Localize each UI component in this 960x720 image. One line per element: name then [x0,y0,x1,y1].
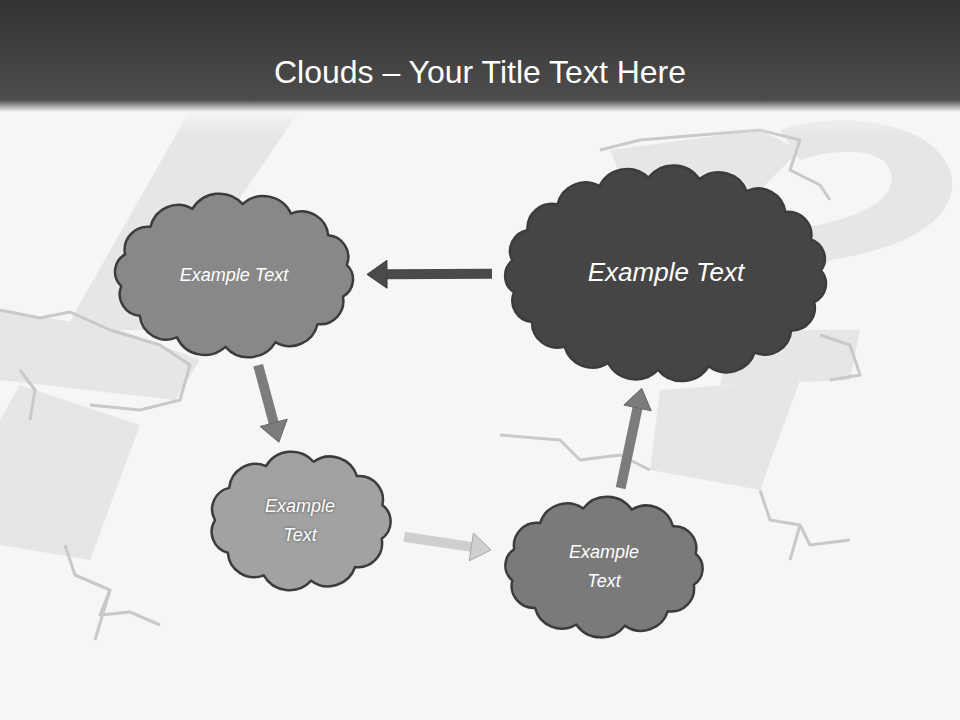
flow-arrow [404,533,491,561]
crack [65,545,160,625]
crack [20,370,35,420]
crack [760,490,850,545]
cloud-label: Example Text [557,538,652,596]
cloud-node: Example Text [204,450,397,592]
flow-arrow [367,260,492,288]
arrow-shaft [387,269,492,279]
crack [820,335,860,380]
cloud-outline [204,450,397,592]
arrow-head [469,533,491,561]
question-mark-bands [0,110,952,560]
flow-arrow [258,365,287,442]
title-holder: Clouds – Your Title Text Here [0,52,960,92]
band [650,380,800,490]
crack [790,525,800,560]
arrow-head [624,388,651,410]
cloud-shape [211,452,390,590]
cloud-shape [115,193,353,357]
flow-arrow [621,388,652,488]
cloud-outline [499,496,709,638]
crack [95,590,110,640]
cracks [0,130,860,640]
cloud-label: Example Text [253,492,348,550]
cloud-node: Example Text [499,496,709,638]
arrow-shaft [258,365,273,423]
arrow-shaft [404,537,471,547]
arrow-head [260,419,287,442]
cloud-label: Example Text [180,261,288,290]
arrow-head [367,260,387,288]
slide-title: Clouds – Your Title Text Here [274,52,686,92]
cloud-node: Example Text [109,193,359,358]
cloud-shape [505,497,702,638]
band [0,385,140,560]
cloud-label: Example Text [588,252,745,294]
cloud-shape [505,165,826,380]
cloud-node: Example Text [500,166,832,381]
arrow-shaft [621,408,638,488]
